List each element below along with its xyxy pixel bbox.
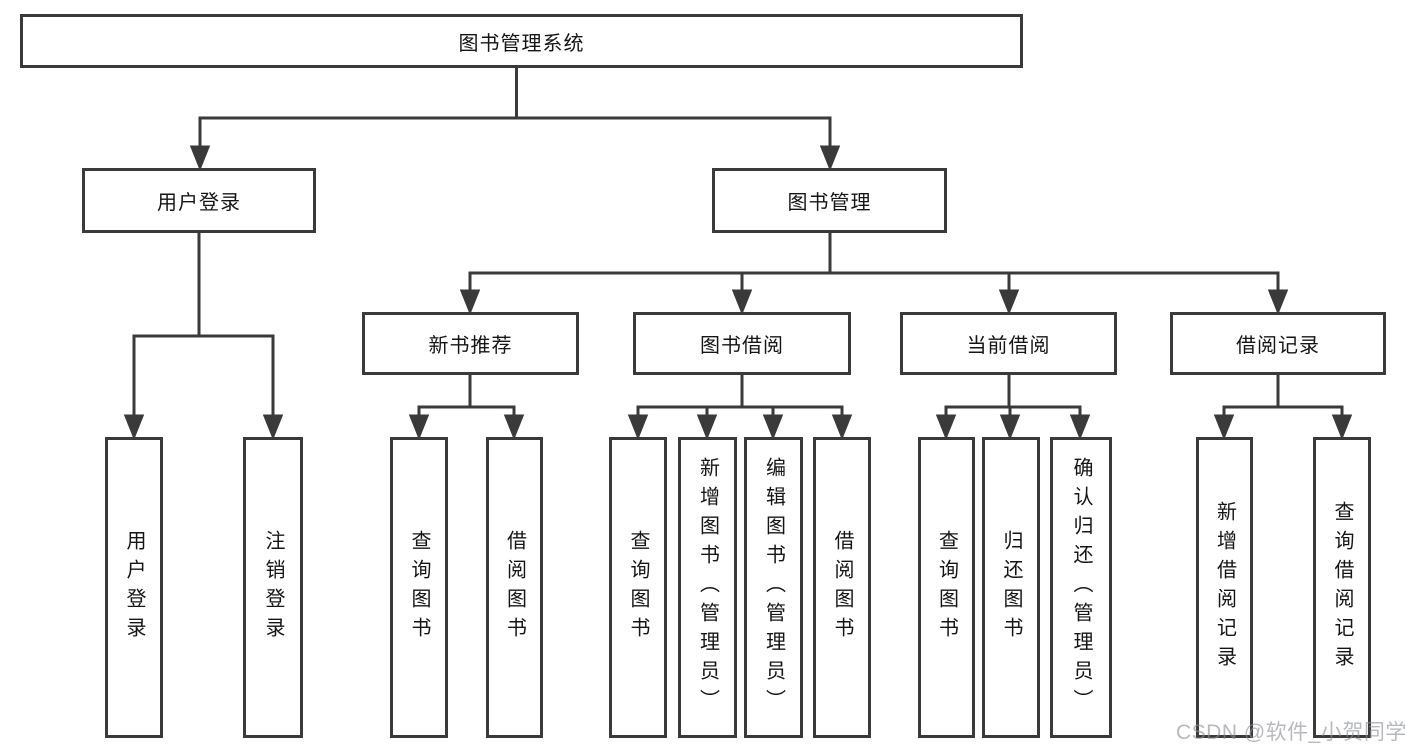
- leaf-confirm-return-admin-label: 确认归还（管理员）: [1070, 457, 1092, 718]
- node-new-book-rec-label: 新书推荐: [428, 335, 513, 357]
- arrow-to-leaf-query-books-current: [935, 407, 957, 441]
- connector-borrow-records-to-leaves: [1222, 375, 1344, 409]
- leaf-query-books-current: 查询图书: [918, 437, 975, 738]
- arrow-to-leaf-user-login: [123, 336, 145, 441]
- arrow-to-book-mgmt: [819, 118, 841, 172]
- connector-root-to-level2: [198, 68, 832, 120]
- arrow-to-current-borrow: [998, 273, 1020, 316]
- leaf-edit-books-admin: 编辑图书（管理员）: [744, 437, 803, 738]
- node-user-login-label: 用户登录: [157, 192, 241, 214]
- leaf-borrow-books-rec: 借阅图书: [486, 437, 543, 738]
- node-borrow-records: 借阅记录: [1170, 312, 1386, 375]
- leaf-edit-books-admin-label: 编辑图书（管理员）: [762, 457, 785, 718]
- node-book-borrow-label: 图书借阅: [700, 335, 784, 357]
- arrow-to-leaf-query-borrow-record: [1331, 407, 1353, 441]
- connector-book-mgmt-to-level3: [468, 233, 1280, 275]
- arrow-to-leaf-query-books-borrow: [627, 407, 649, 441]
- leaf-borrow-books-borrow-label: 借阅图书: [831, 529, 853, 646]
- node-book-borrow: 图书借阅: [633, 312, 851, 375]
- node-borrow-records-label: 借阅记录: [1236, 335, 1320, 357]
- leaf-query-books-borrow: 查询图书: [609, 437, 667, 738]
- arrow-to-book-borrow: [731, 273, 753, 316]
- leaf-add-borrow-record-label: 新增借阅记录: [1213, 500, 1236, 675]
- connector-book-borrow-to-leaves: [636, 375, 844, 409]
- leaf-borrow-books-rec-label: 借阅图书: [503, 529, 526, 646]
- node-root: 图书管理系统: [20, 14, 1023, 68]
- arrow-to-borrow-records: [1267, 273, 1289, 316]
- leaf-query-books-borrow-label: 查询图书: [627, 529, 649, 646]
- node-new-book-rec: 新书推荐: [362, 312, 579, 375]
- arrow-to-leaf-add-books-admin: [696, 407, 718, 441]
- leaf-confirm-return-admin: 确认归还（管理员）: [1050, 437, 1112, 738]
- connector-new-book-rec-to-leaves: [417, 375, 516, 409]
- leaf-add-books-admin: 新增图书（管理员）: [678, 437, 737, 738]
- watermark: CSDN @软件_小贺同学: [1176, 721, 1405, 744]
- leaf-logout: 注销登录: [243, 437, 303, 738]
- leaf-logout-label: 注销登录: [262, 529, 284, 646]
- leaf-query-borrow-record: 查询借阅记录: [1313, 437, 1371, 738]
- leaf-user-login-label: 用户登录: [123, 529, 145, 646]
- leaf-return-books: 归还图书: [982, 437, 1040, 738]
- leaf-user-login: 用户登录: [105, 437, 163, 738]
- arrow-to-leaf-borrow-books-rec: [503, 407, 525, 441]
- arrow-to-leaf-add-borrow-record: [1213, 407, 1235, 441]
- connector-user-login-to-leaves: [132, 233, 275, 338]
- leaf-query-books-current-label: 查询图书: [935, 529, 958, 646]
- node-book-mgmt: 图书管理: [712, 168, 947, 233]
- node-user-login: 用户登录: [82, 168, 316, 233]
- leaf-add-borrow-record: 新增借阅记录: [1196, 437, 1253, 738]
- leaf-query-books-rec-label: 查询图书: [408, 529, 430, 646]
- node-current-borrow-label: 当前借阅: [966, 335, 1051, 357]
- connector-current-borrow-to-leaves: [944, 375, 1082, 409]
- leaf-return-books-label: 归还图书: [1000, 529, 1022, 646]
- leaf-borrow-books-borrow: 借阅图书: [813, 437, 871, 738]
- arrow-to-new-book-rec: [459, 273, 481, 316]
- arrow-to-leaf-edit-books-admin: [762, 407, 784, 441]
- arrow-to-leaf-logout: [262, 336, 284, 441]
- node-book-mgmt-label: 图书管理: [787, 192, 872, 214]
- arrow-to-user-login: [189, 118, 211, 172]
- arrow-to-leaf-confirm-return-admin: [1069, 407, 1091, 441]
- arrow-to-leaf-query-books-rec: [408, 407, 430, 441]
- node-current-borrow: 当前借阅: [900, 312, 1117, 375]
- arrow-to-leaf-borrow-books-borrow: [831, 407, 853, 441]
- leaf-add-books-admin-label: 新增图书（管理员）: [696, 457, 719, 718]
- arrow-to-leaf-return-books: [999, 407, 1021, 441]
- leaf-query-borrow-record-label: 查询借阅记录: [1331, 500, 1353, 675]
- leaf-query-books-rec: 查询图书: [390, 437, 448, 738]
- node-root-label: 图书管理系统: [458, 32, 585, 55]
